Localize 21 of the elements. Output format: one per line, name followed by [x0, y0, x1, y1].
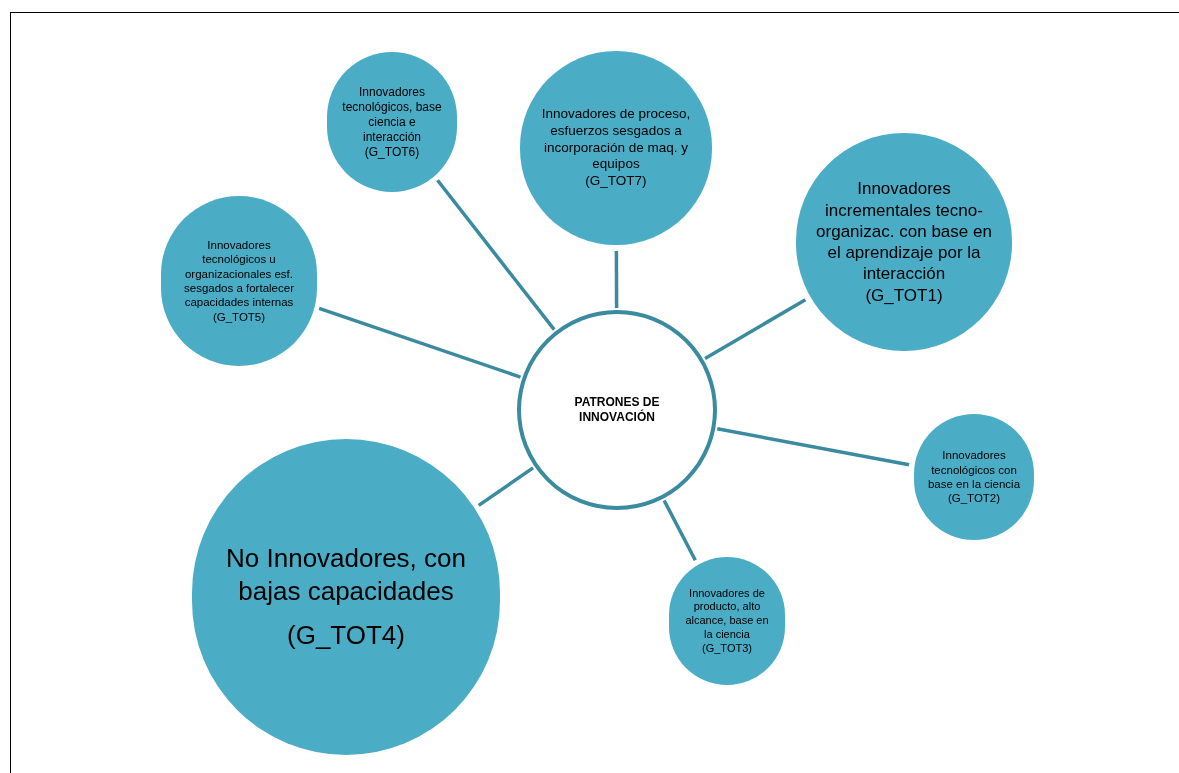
group-code: (G_TOT3): [701, 641, 753, 656]
group-code: (G_TOT5): [211, 309, 267, 325]
category-label: Innovadores tecnológicos con base en la ciencia: [926, 448, 1022, 492]
connector-line: [662, 499, 697, 561]
category-label: Innovadores tecnológicos, base ciencia e interacción: [342, 84, 442, 145]
group-code: (G_TOT6): [363, 144, 421, 160]
category-label: No Innovadores, con bajas capacidades: [226, 542, 466, 608]
category-label: Innovadores tecnológicos u organizacionales esf. sesgados a fortalecer capacidades internas: [183, 237, 295, 310]
connector-line: [704, 298, 807, 360]
category-label: Innovadores de proceso, esfuerzos sesgados a incorporación de maq. y equipos: [541, 105, 691, 174]
group-code: (G_TOT2): [946, 491, 1002, 506]
center-title: PATRONES DE INNOVACIÓN: [573, 395, 661, 425]
group-code: (G_TOT4): [286, 619, 406, 652]
connector-line: [614, 251, 619, 308]
connector-line: [436, 179, 556, 331]
group-code: (G_TOT1): [864, 284, 944, 306]
connector-line: [477, 466, 535, 507]
connector-line: [716, 427, 910, 467]
category-label: Innovadores de producto, alto alcance, base en la ciencia: [684, 586, 770, 642]
category-label: Innovadores incrementales tecno-organizac. con base en el aprendizaje por la interacción: [815, 178, 993, 285]
group-code: (G_TOT7): [584, 173, 648, 191]
